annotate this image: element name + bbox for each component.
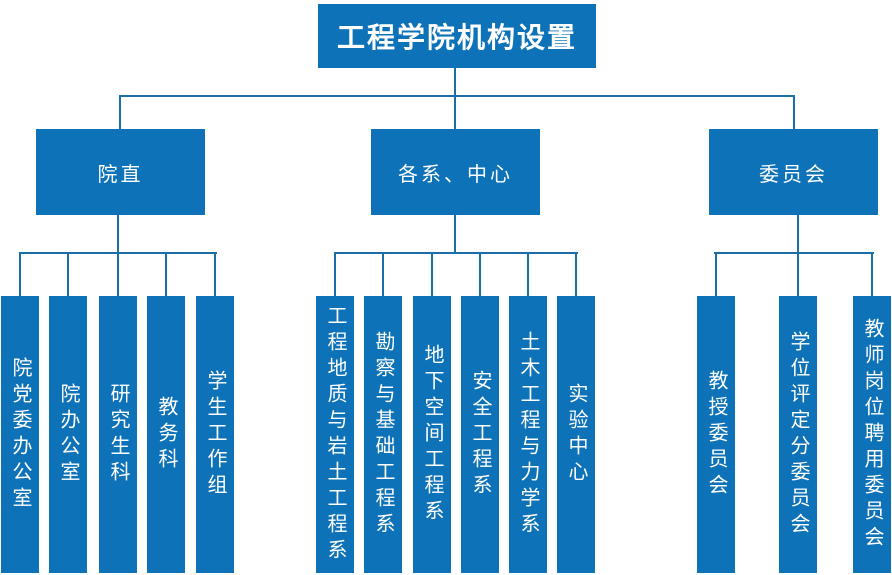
org-group-node-yuan-zhi: 院直	[36, 129, 205, 215]
org-leaf-label: 实验中心	[565, 382, 587, 487]
org-leaf-label: 院办公室	[57, 382, 79, 487]
org-root-node: 工程学院机构设置	[318, 4, 596, 68]
connector-line	[454, 95, 456, 129]
org-leaf-label: 工程地质与岩土工程系	[324, 304, 346, 565]
connector-line	[117, 213, 119, 254]
connector-line	[797, 252, 799, 297]
org-leaf-node: 工程地质与岩土工程系	[316, 296, 354, 573]
org-leaf-label: 教师岗位聘用委员会	[861, 317, 883, 552]
org-leaf-node: 教务科	[147, 296, 185, 573]
org-leaf-node: 教师岗位聘用委员会	[853, 296, 891, 573]
org-leaf-label: 土木工程与力学系	[517, 330, 539, 539]
connector-line	[382, 252, 384, 297]
org-leaf-label: 教授委员会	[705, 369, 727, 500]
org-leaf-node: 地下空间工程系	[413, 296, 451, 573]
connector-line	[797, 213, 799, 254]
connector-line	[119, 95, 795, 97]
org-leaf-label: 安全工程系	[469, 369, 491, 500]
org-leaf-label: 院党委办公室	[9, 356, 31, 513]
connector-line	[714, 252, 874, 254]
org-leaf-node: 学生工作组	[196, 296, 234, 573]
connector-line	[527, 252, 529, 297]
connector-line	[165, 252, 167, 297]
connector-line	[454, 213, 456, 254]
connector-line	[19, 252, 21, 297]
org-leaf-label: 学位评定分委员会	[787, 330, 809, 539]
org-leaf-node: 安全工程系	[461, 296, 499, 573]
connector-line	[793, 95, 795, 129]
org-leaf-node: 教授委员会	[697, 296, 735, 573]
connector-line	[479, 252, 481, 297]
connector-line	[117, 252, 119, 297]
connector-line	[214, 252, 216, 297]
org-leaf-label: 研究生科	[107, 382, 129, 487]
org-leaf-label: 学生工作组	[204, 369, 226, 500]
org-leaf-node: 学位评定分委员会	[779, 296, 817, 573]
org-group-node-departments-centers: 各系、中心	[371, 129, 540, 215]
org-leaf-node: 院办公室	[49, 296, 87, 573]
org-leaf-node: 实验中心	[557, 296, 595, 573]
connector-line	[575, 252, 577, 297]
org-leaf-node: 院党委办公室	[1, 296, 39, 573]
connector-line	[871, 252, 873, 297]
org-group-node-committees: 委员会	[709, 129, 878, 215]
connector-line	[119, 95, 121, 129]
org-leaf-label: 地下空间工程系	[421, 343, 443, 526]
connector-line	[334, 252, 336, 297]
connector-line	[334, 252, 578, 254]
connector-line	[715, 252, 717, 297]
org-leaf-node: 勘察与基础工程系	[364, 296, 402, 573]
org-leaf-node: 研究生科	[99, 296, 137, 573]
connector-line	[431, 252, 433, 297]
org-leaf-label: 勘察与基础工程系	[372, 330, 394, 539]
connector-line	[454, 67, 456, 96]
org-leaf-node: 土木工程与力学系	[509, 296, 547, 573]
connector-line	[67, 252, 69, 297]
org-leaf-label: 教务科	[155, 395, 177, 474]
